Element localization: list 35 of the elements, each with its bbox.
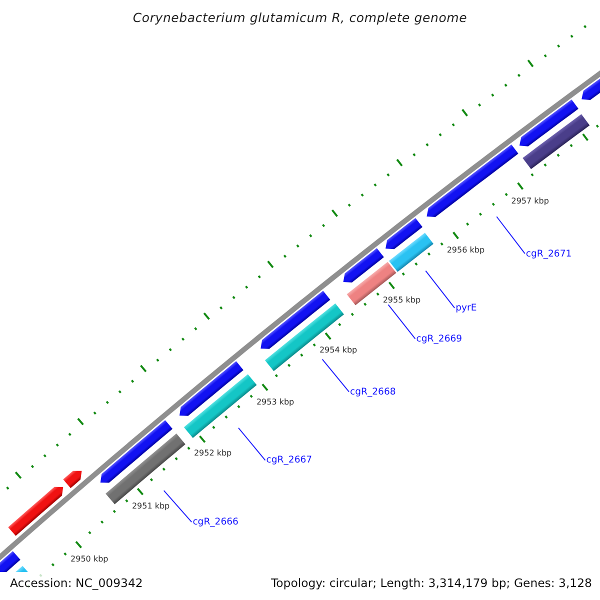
scale-label: 2952 kbp	[194, 448, 232, 458]
scale-label: 2954 kbp	[319, 346, 358, 355]
leader-line	[496, 216, 526, 254]
pointed-gene-block	[581, 78, 600, 101]
leader-line	[425, 270, 456, 308]
gene-block	[183, 374, 257, 438]
genome-stats-label: Topology: circular; Length: 3,314,179 bp; Genes: 3,128	[270, 575, 592, 592]
scale-label: 2951 kbp	[132, 501, 170, 510]
pointed-gene-block	[179, 361, 244, 416]
gene-block	[388, 232, 434, 272]
scale-label: 2950 kbp	[70, 554, 108, 563]
scale-label: 2957 kbp	[511, 196, 549, 206]
pointed-gene-block	[519, 99, 579, 147]
pointed-gene-block	[8, 486, 64, 536]
gene-label: cgR_2669	[416, 333, 462, 344]
pointed-gene-block	[100, 420, 173, 483]
leader-line	[322, 358, 350, 392]
scale-label: 2953 kbp	[256, 397, 294, 406]
gene-label: cgR_2667	[266, 454, 312, 466]
scale-label: 2956 kbp	[446, 245, 485, 254]
leader-line	[163, 490, 192, 523]
gene-block	[522, 114, 590, 170]
pointed-gene-block	[63, 470, 82, 489]
pointed-gene-block	[0, 551, 21, 572]
gene-label: cgR_2668	[350, 386, 396, 398]
gene-block	[264, 303, 345, 372]
gene-label: cgR_2671	[526, 248, 572, 260]
pointed-gene-block	[343, 248, 384, 283]
scale-label: 2955 kbp	[382, 295, 421, 304]
map-title: Corynebacterium glutamicum R, complete genome	[132, 10, 468, 25]
gene-label: pyrE	[456, 302, 477, 314]
pointed-gene-block	[385, 217, 423, 250]
leader-line	[238, 427, 266, 461]
leader-line	[388, 304, 416, 340]
gene-label: cgR_2666	[192, 516, 238, 528]
